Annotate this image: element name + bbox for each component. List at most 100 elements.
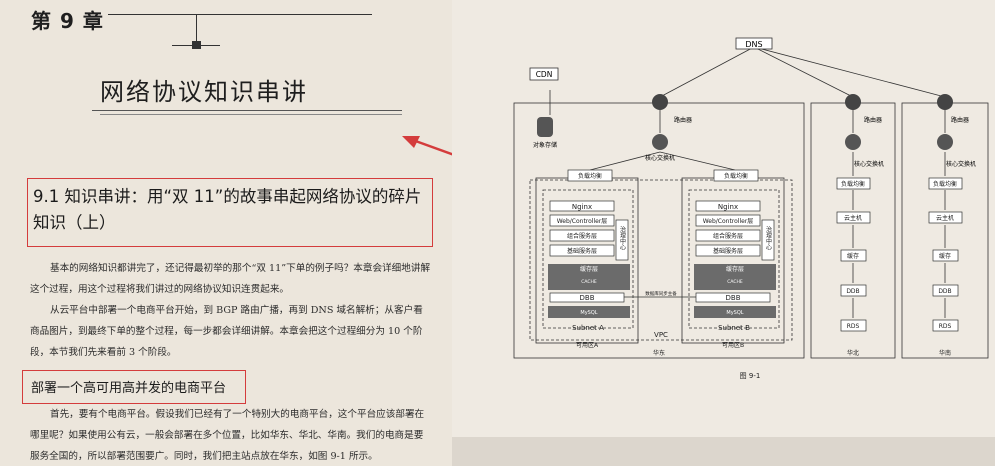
cache-a-label: 缓存层 [580,265,598,273]
figure-caption: 图 9-1 [740,372,761,380]
title-underline [92,110,402,111]
right-page: DNS CDN 对象存储 路由器 核心交换机 路由器 核心交换机 路由器 核心交… [452,0,995,466]
web-a-label: Web/Controller层 [557,218,608,225]
web-b-label: Web/Controller层 [703,218,754,225]
chapter-title: 网络协议知识串讲 [100,78,308,106]
rds-huabei-label: RDS [847,323,860,330]
chapter-label: 第 9 章 [31,9,104,33]
dns-label: DNS [745,40,762,49]
cache-node-b: CACHE [727,279,743,285]
base-a-box [549,244,615,257]
dbb-b-label: DBB [726,294,741,302]
dbb-a-label: DBB [580,294,595,302]
subnet-b-box [688,189,780,329]
left-page: 第 9 章 网络协议知识串讲 9.1 知识串讲：用“双 11”的故事串起网络协议… [0,0,452,466]
nginx-a-label: Nginx [572,203,592,211]
gov-a-label: 治理中心 [619,225,626,250]
page-bottom-shade [452,437,995,466]
lb-huabei-box [836,177,871,190]
combo-a-box [549,229,615,242]
subnet-a-label: Subnet A [572,324,604,332]
ddb-huanan-label: DDB [938,288,951,295]
section-heading: 9.1 知识串讲：用“双 11”的故事串起网络协议的碎片知识（上） [33,187,422,232]
title-underline-2 [100,114,402,115]
gov-b-box [761,219,775,261]
cdn-label: CDN [536,70,553,79]
ddb-huabei-box [840,284,867,297]
combo-b-box [695,229,761,242]
switch-label-huadong: 核心交换机 [645,154,675,162]
paragraph-1: 基本的网络知识都讲完了，还记得最初举的那个“双 11”下单的例子吗？本章会详细地… [30,263,431,295]
mysql-a-label: MySQL [580,310,597,316]
gov-b-label: 治理中心 [765,225,772,250]
base-a-label: 基础服务层 [567,247,597,255]
lb-huabei-label: 负载均衡 [841,180,865,188]
rds-huanan-label: RDS [939,323,952,330]
subheading: 部署一个高可用高并发的电商平台 [31,381,227,396]
nginx-b-label: Nginx [718,203,738,211]
storage-label: 对象存储 [533,141,557,149]
chapter-rule-top [108,14,372,15]
rds-huanan-box [932,319,959,332]
cache-huanan-box [932,249,959,262]
host-huanan-label: 云主机 [936,214,954,222]
zone-a-label: 可用区A [576,342,599,349]
router-icon-huanan [937,94,953,110]
rds-huabei-box [840,319,867,332]
ddb-huanan-box [932,284,959,297]
dns-box [735,37,773,50]
paragraph-2: 从云平台中部署一个电商平台开始，到 BGP 路由广播，再到 DNS 域名解析；从… [30,305,423,358]
zone-b-label: 可用区B [722,342,744,349]
section-highlight-box [27,178,433,247]
huadong-label: 华东 [653,349,665,357]
mysql-row-b [694,306,776,318]
web-a-box [549,214,615,227]
subheading-highlight-box [22,370,246,404]
gov-a-box [615,219,629,261]
lb-a-label: 负载均衡 [578,172,602,180]
cdn-box [529,67,559,81]
cache-layer-a [548,264,630,290]
lb-huanan-label: 负载均衡 [933,180,957,188]
nginx-b-box [695,200,761,212]
lb-huanan-box [928,177,963,190]
red-arrow-annotation [402,136,452,156]
mysql-b-label: MySQL [726,310,743,316]
host-huanan-box [928,211,963,224]
chapter-rule-vertical [196,14,197,46]
huanan-label: 华南 [939,349,951,357]
switch-icon-huadong [652,134,668,150]
router-label-huadong: 路由器 [674,116,692,124]
dbb-b-box [695,292,771,303]
nginx-a-box [549,200,615,212]
combo-a-label: 组合服务层 [567,232,597,240]
figure-9-1: DNS CDN 对象存储 路由器 核心交换机 路由器 核心交换机 路由器 核心交… [513,37,989,380]
base-b-box [695,244,761,257]
switch-label-huanan: 核心交换机 [946,160,976,168]
vpc-label: VPC [654,331,668,339]
lb-b-label: 负载均衡 [724,172,748,180]
cache-huabei-box [840,249,867,262]
chapter-rule-knot [192,41,201,49]
subnet-b-label: Subnet B [718,324,750,332]
switch-label-huabei: 核心交换机 [854,160,884,168]
cache-layer-b [694,264,776,290]
dbb-a-box [549,292,625,303]
ddb-huabei-label: DDB [846,288,859,295]
huabei-label: 华北 [847,349,859,357]
lb-a-box [567,169,613,182]
subnet-a-box [542,189,634,329]
paragraph-3: 首先，要有个电商平台。假设我们已经有了一个特别大的电商平台，这个平台应该部署在哪… [30,409,425,462]
web-b-box [695,214,761,227]
cache-node-a: CACHE [581,279,597,285]
cache-huabei-label: 缓存 [847,252,859,260]
switch-icon-huanan [937,134,953,150]
vpc-box [529,179,793,341]
lb-b-box [713,169,759,182]
combo-b-label: 组合服务层 [713,232,743,240]
router-label-huanan: 路由器 [951,116,969,124]
base-b-label: 基础服务层 [713,247,743,255]
switch-icon-huabei [845,134,861,150]
mysql-row-a [548,306,630,318]
